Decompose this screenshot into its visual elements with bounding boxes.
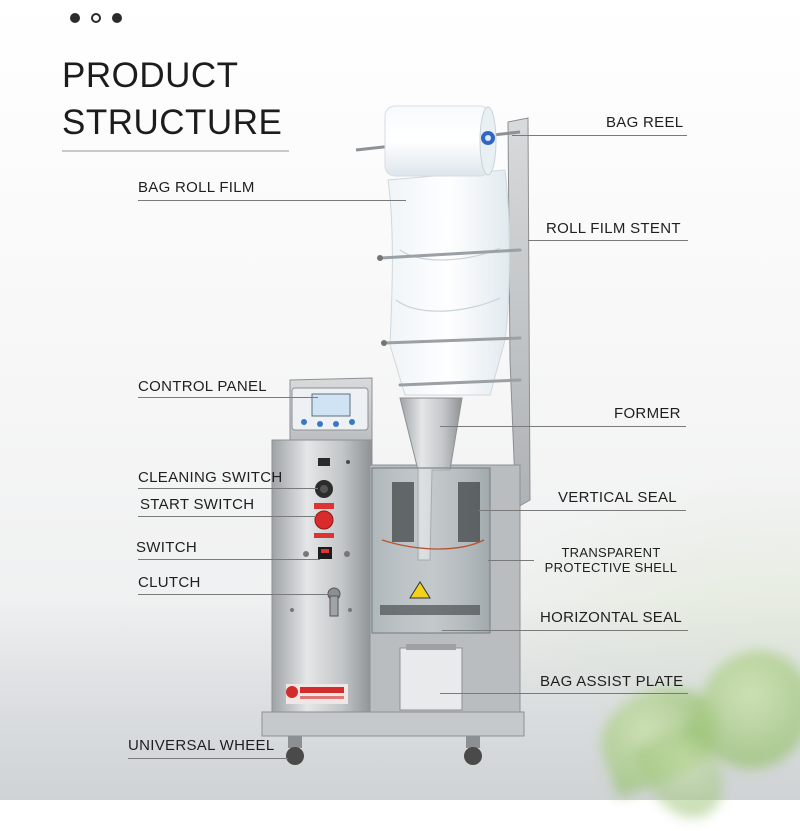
label-former: FORMER [614, 405, 681, 422]
label-cleaning-switch: CLEANING SWITCH [138, 469, 283, 486]
leader-transparent-shell [488, 560, 534, 561]
control-panel [291, 387, 369, 431]
label-bag-roll-film: BAG ROLL FILM [138, 179, 255, 196]
leader-vertical-seal [478, 510, 686, 511]
label-clutch: CLUTCH [138, 574, 201, 591]
leader-bag-assist-plate [440, 693, 688, 694]
cleaning-switch [315, 480, 333, 498]
transparent-protective-shell [371, 467, 491, 634]
label-roll-film-stent: ROLL FILM STENT [546, 220, 681, 237]
label-transparent-line1: TRANSPARENT [561, 545, 661, 560]
label-horizontal-seal: HORIZONTAL SEAL [540, 609, 683, 626]
leader-bag-reel [512, 135, 687, 136]
brand-logo [286, 684, 348, 704]
label-universal-wheel: UNIVERSAL WHEEL [128, 737, 275, 754]
label-transparent-line2: PROTECTIVE SHELL [544, 560, 678, 575]
label-bag-assist-plate: BAG ASSIST PLATE [540, 673, 684, 690]
universal-wheels [286, 736, 482, 765]
label-transparent-protective-shell: TRANSPARENT PROTECTIVE SHELL [536, 545, 686, 575]
carousel-dot[interactable] [112, 13, 122, 23]
carousel-dot-active[interactable] [91, 13, 101, 23]
carousel-dots [70, 13, 122, 23]
leader-start-switch [138, 516, 316, 517]
clutch [290, 587, 352, 617]
roll-film-stent [507, 117, 531, 509]
label-vertical-seal: VERTICAL SEAL [558, 489, 677, 506]
label-bag-reel: BAG REEL [606, 114, 684, 131]
leader-clutch [138, 594, 330, 595]
label-switch: SWITCH [136, 539, 197, 556]
label-start-switch: START SWITCH [140, 496, 255, 513]
leader-control-panel [138, 397, 318, 398]
page-title: PRODUCT STRUCTURE [62, 52, 282, 146]
packaging-machine-illustration [261, 105, 531, 765]
leader-cleaning-switch [138, 488, 318, 489]
title-line-1: PRODUCT [62, 56, 239, 95]
label-control-panel: CONTROL PANEL [138, 378, 267, 395]
leader-switch [138, 559, 320, 560]
leader-former [440, 426, 686, 427]
leader-bag-roll-film [138, 200, 406, 201]
bag-assist-plate [399, 644, 463, 711]
bag-roll-film [387, 169, 511, 396]
guide-rods [378, 248, 522, 387]
title-line-2: STRUCTURE [62, 103, 283, 142]
bag-reel [355, 105, 521, 177]
leader-roll-film-stent [528, 240, 688, 241]
start-switch [314, 503, 334, 538]
power-switch [303, 547, 350, 559]
leader-universal-wheel [128, 758, 288, 759]
carousel-dot[interactable] [70, 13, 80, 23]
leader-horizontal-seal [442, 630, 688, 631]
indicator-light [318, 458, 330, 466]
title-underline [62, 150, 289, 152]
